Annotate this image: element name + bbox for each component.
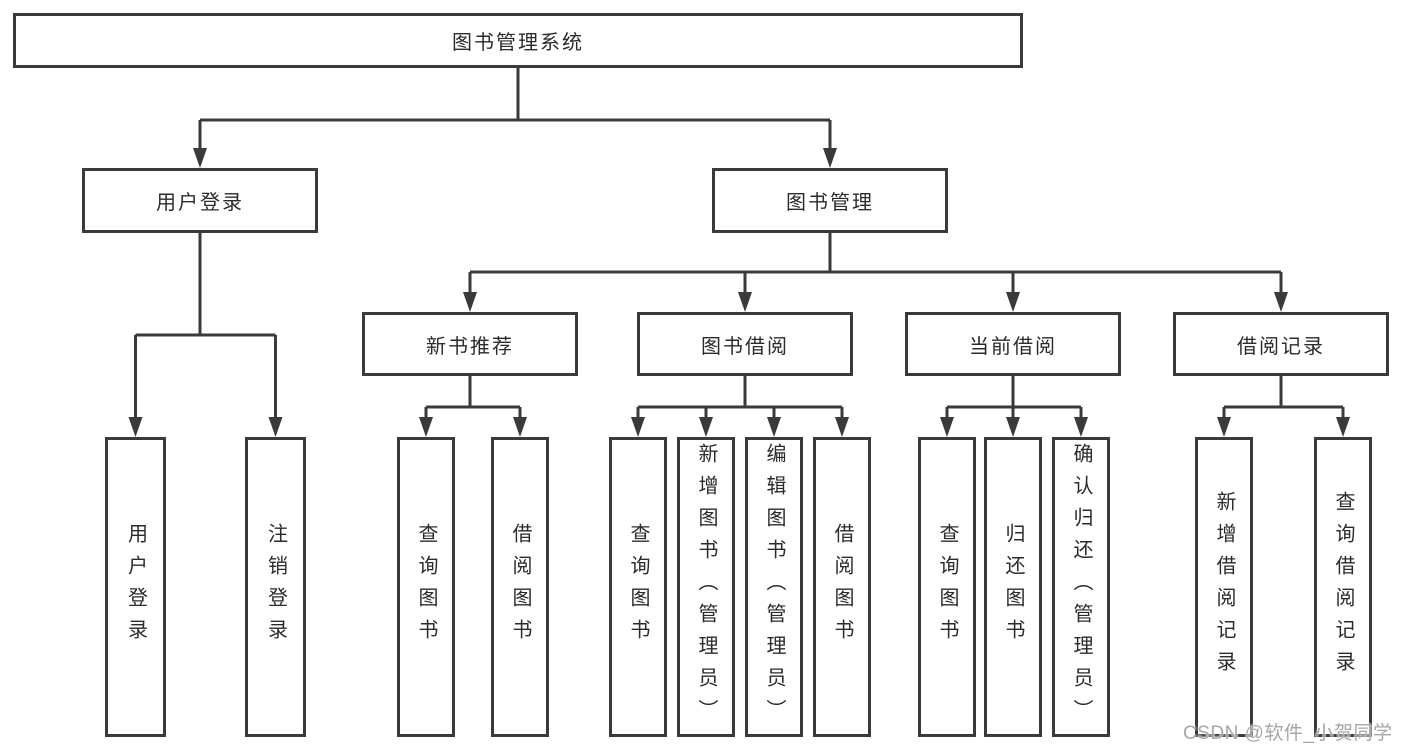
leaf-query-books-current: 查询图书 <box>918 437 976 737</box>
node-book-borrowing: 图书借阅 <box>637 312 853 376</box>
leaf-add-books-admin: 新增图书（管理员） <box>677 437 735 737</box>
leaf-borrow-books-recommend: 借阅图书 <box>491 437 549 737</box>
csdn-watermark: CSDN @软件_小贺同学 <box>1183 723 1393 744</box>
leaf-edit-books-admin: 编辑图书（管理员） <box>745 437 803 737</box>
leaf-return-books: 归还图书 <box>984 437 1042 737</box>
node-current-borrowing: 当前借阅 <box>905 312 1121 376</box>
leaf-query-borrow-record: 查询借阅记录 <box>1314 437 1372 737</box>
leaf-add-borrow-record: 新增借阅记录 <box>1195 437 1253 737</box>
leaf-query-books-recommend: 查询图书 <box>397 437 455 737</box>
leaf-logout: 注销登录 <box>245 437 306 737</box>
leaf-user-login: 用户登录 <box>105 437 166 737</box>
leaf-query-books-borrowing: 查询图书 <box>609 437 667 737</box>
node-new-book-recommend: 新书推荐 <box>362 312 578 376</box>
node-book-management: 图书管理 <box>712 168 948 233</box>
node-user-login: 用户登录 <box>82 168 318 233</box>
node-root: 图书管理系统 <box>13 13 1023 68</box>
leaf-borrow-books-borrowing: 借阅图书 <box>813 437 871 737</box>
node-borrowing-records: 借阅记录 <box>1173 312 1389 376</box>
arrowheads <box>128 148 1350 437</box>
leaf-confirm-return-admin: 确认归还（管理员） <box>1052 437 1110 737</box>
